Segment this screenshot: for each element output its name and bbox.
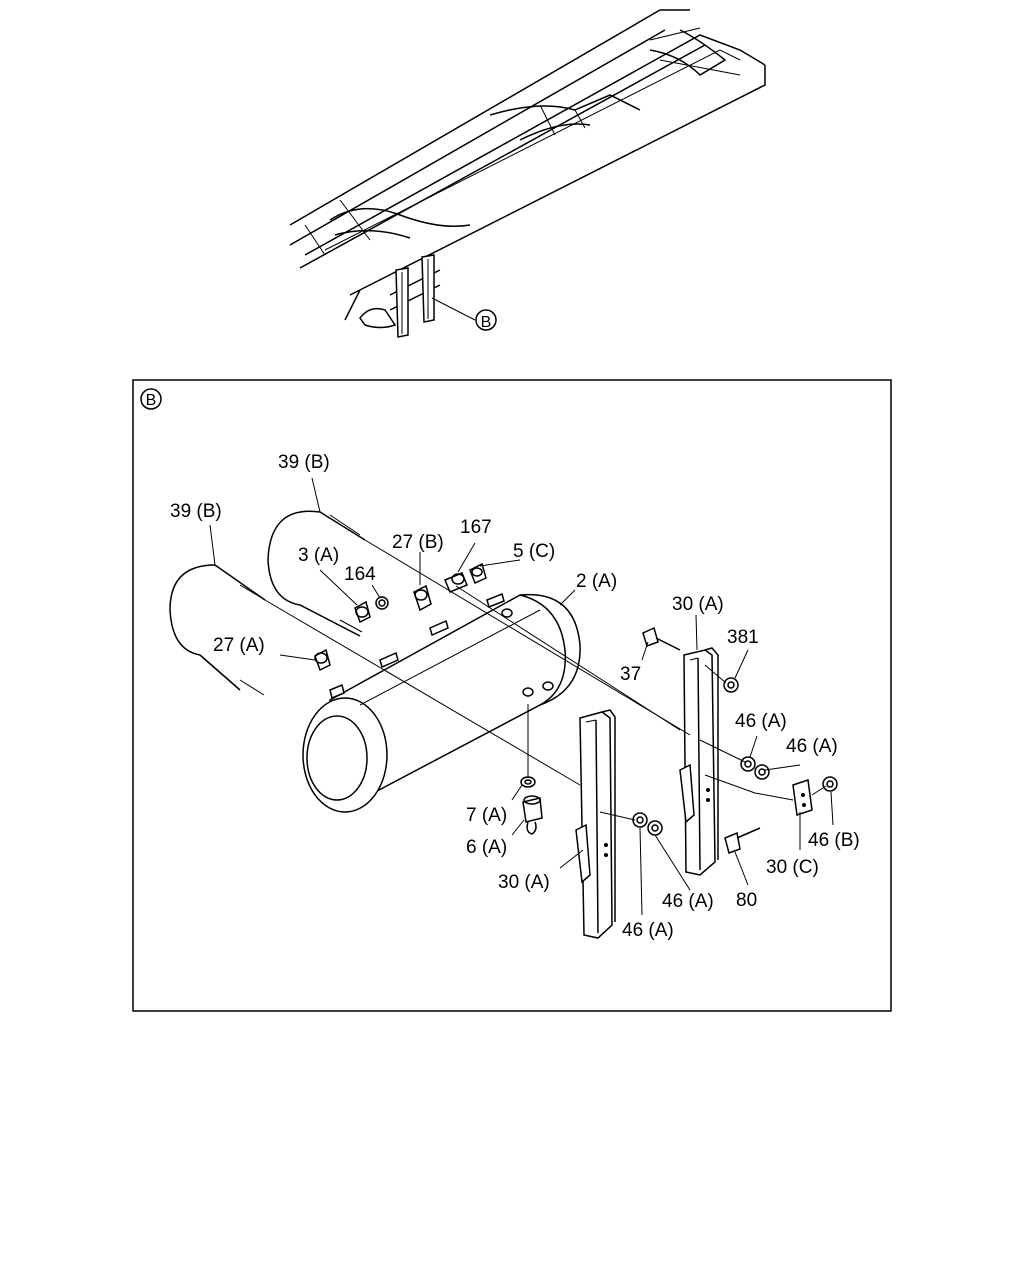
nut-46a-3: [632, 812, 648, 828]
svg-text:B: B: [481, 314, 492, 331]
bracket-30c: [792, 779, 813, 816]
label-46a-4: 46 (A): [622, 920, 674, 941]
label-6a: 6 (A): [466, 837, 507, 858]
fitting-164: [375, 596, 389, 610]
nut-46a-2: [754, 764, 770, 780]
label-80: 80: [736, 890, 757, 911]
detail-marker-b: B: [140, 388, 162, 410]
label-167: 167: [460, 517, 492, 538]
label-39b-left: 39 (B): [170, 501, 222, 522]
drain-cock-6a: [522, 795, 543, 835]
air-tank: [302, 592, 581, 813]
label-30c: 30 (C): [766, 857, 819, 878]
label-37: 37: [620, 664, 641, 685]
bracket-30a-rear: [679, 647, 719, 876]
bolt-80: [724, 827, 761, 854]
nut-46b: [822, 776, 838, 792]
label-39b-top: 39 (B): [278, 452, 330, 473]
u-bolt-front: [169, 564, 266, 696]
leader-lines: [209, 477, 834, 916]
bolt-37: [642, 626, 681, 651]
fitting-5c: [469, 562, 487, 585]
nut-46a-4: [647, 820, 663, 836]
svg-text:B: B: [146, 392, 157, 409]
label-3a: 3 (A): [298, 545, 339, 566]
part-labels: 39 (B) 39 (B) 3 (A) 164 27 (B) 167 5 (C)…: [170, 452, 860, 941]
washer-7a: [520, 776, 536, 788]
label-5c: 5 (C): [513, 541, 555, 562]
fitting-27b: [413, 584, 432, 612]
detail-frame: [132, 379, 892, 1012]
chassis-frame-overview: [289, 9, 766, 338]
nut-46a-1: [740, 756, 756, 772]
fitting-3a: [354, 600, 371, 624]
label-164: 164: [344, 564, 376, 585]
label-30a-top: 30 (A): [672, 594, 724, 615]
label-7a: 7 (A): [466, 805, 507, 826]
nut-381: [723, 677, 739, 693]
overview-callout-b[interactable]: B: [475, 309, 497, 331]
label-46a-1: 46 (A): [735, 711, 787, 732]
label-27a: 27 (A): [213, 635, 265, 656]
assembly-lines: [264, 539, 827, 821]
label-46b: 46 (B): [808, 830, 860, 851]
fitting-167: [444, 572, 468, 593]
bracket-30a-front: [575, 709, 616, 939]
label-30a-bottom: 30 (A): [498, 872, 550, 893]
label-27b: 27 (B): [392, 532, 444, 553]
label-46a-2: 46 (A): [786, 736, 838, 757]
label-2a: 2 (A): [576, 571, 617, 592]
label-46a-3: 46 (A): [662, 891, 714, 912]
fitting-27a: [314, 648, 331, 672]
u-bolt-rear: [267, 510, 366, 637]
label-381: 381: [727, 627, 759, 648]
